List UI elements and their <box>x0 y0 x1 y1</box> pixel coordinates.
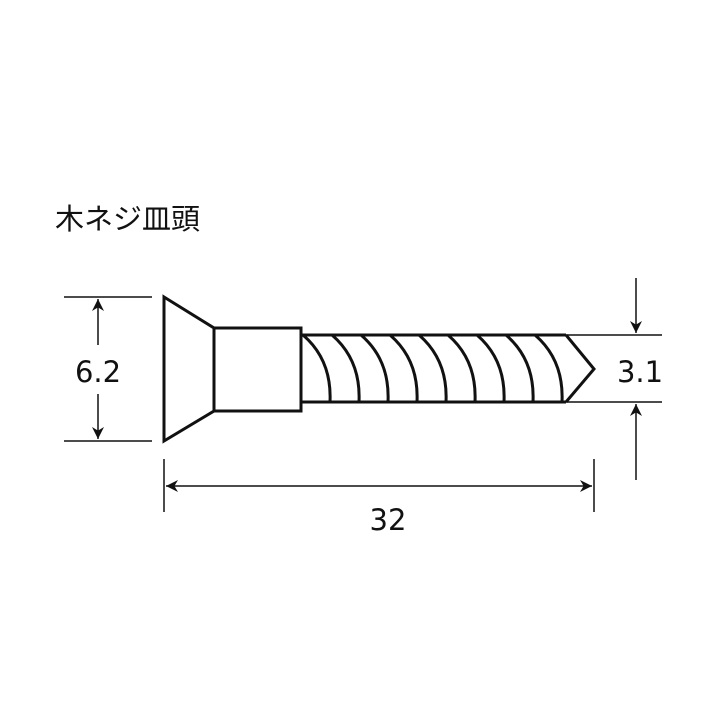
dimension-shank-diameter <box>566 278 662 480</box>
dimension-head-diameter <box>64 296 152 442</box>
screw-head <box>162 294 216 444</box>
head-diameter-label: 6.2 <box>75 355 121 389</box>
length-label: 32 <box>370 503 407 537</box>
diagram-title: 木ネジ皿頭 <box>55 202 201 236</box>
dimension-length <box>163 459 595 512</box>
shank-diameter-label: 3.1 <box>617 355 663 389</box>
screw-shank <box>212 326 303 413</box>
screw-thread <box>301 333 596 404</box>
